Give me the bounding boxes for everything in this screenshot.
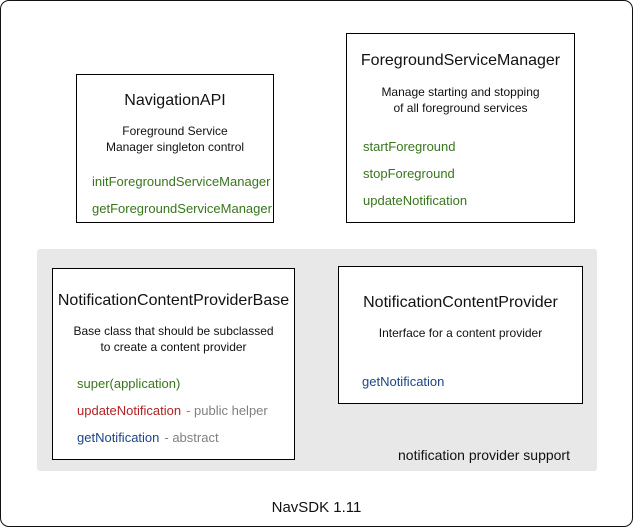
method-label: updateNotification — [77, 403, 182, 418]
class-title: NotificationContentProviderBase — [57, 292, 290, 309]
method-list: startForeground stopForeground updateNot… — [347, 140, 574, 208]
method-annotation: - public helper — [186, 403, 268, 418]
method-label: startForeground — [363, 139, 456, 154]
method-label: stopForeground — [363, 166, 455, 181]
method-list: getNotification — [339, 375, 582, 389]
class-description: Manage starting and stopping of all fore… — [347, 84, 574, 116]
class-title: NotificationContentProvider — [363, 294, 558, 311]
method-label: super(application) — [77, 376, 181, 391]
description-line: Foreground Service — [122, 124, 228, 138]
method: updateNotification — [363, 194, 574, 208]
method-list: initForegroundServiceManager getForegrou… — [77, 175, 273, 216]
class-title: ForegroundServiceManager — [360, 52, 561, 69]
method: stopForeground — [363, 167, 574, 181]
method-label: updateNotification — [363, 193, 468, 208]
description-line: Manager singleton control — [105, 140, 245, 154]
class-box-foreground-service-manager: ForegroundServiceManager Manage starting… — [346, 33, 575, 223]
method-label: getNotification — [77, 430, 160, 445]
description-line: Manage starting and stopping — [381, 85, 540, 99]
method: super(application) — [77, 377, 294, 391]
method: initForegroundServiceManager — [92, 175, 273, 189]
class-title: NavigationAPI — [124, 92, 226, 109]
class-description: Base class that should be subclassed to … — [53, 323, 294, 355]
class-box-navigation-api: NavigationAPI Foreground Service Manager… — [76, 74, 274, 223]
description-line: of all foreground services — [393, 101, 528, 115]
diagram-title: NavSDK 1.11 — [271, 499, 362, 516]
method-list: super(application) updateNotification - p… — [53, 377, 294, 445]
method-annotation: - abstract — [164, 430, 219, 445]
class-description: Interface for a content provider — [339, 325, 582, 341]
class-box-notification-content-provider-base: NotificationContentProviderBase Base cla… — [52, 268, 295, 460]
method: startForeground — [363, 140, 574, 154]
method-label: initForegroundServiceManager — [92, 174, 271, 189]
class-box-notification-content-provider: NotificationContentProvider Interface fo… — [338, 266, 583, 404]
method: updateNotification - public helper — [77, 404, 294, 418]
method-label: getNotification — [362, 374, 445, 389]
method-label: getForegroundServiceManager — [92, 201, 272, 216]
class-description: Foreground Service Manager singleton con… — [77, 123, 273, 155]
method: getNotification — [362, 375, 582, 389]
method: getForegroundServiceManager — [92, 202, 273, 216]
description-line: to create a content provider — [100, 340, 247, 354]
group-label: notification provider support — [398, 447, 570, 463]
description-line: Base class that should be subclassed — [73, 324, 274, 338]
method: getNotification - abstract — [77, 431, 294, 445]
description-line: Interface for a content provider — [378, 326, 543, 340]
